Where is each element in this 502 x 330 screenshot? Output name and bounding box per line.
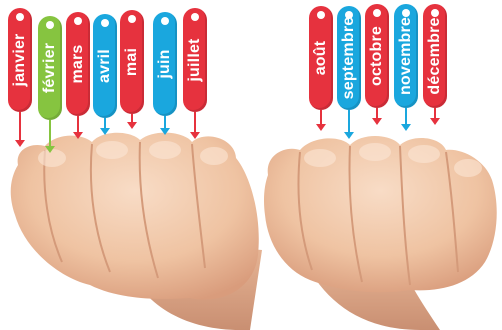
down-arrow-icon [320, 110, 322, 126]
month-label: septembre [340, 17, 358, 100]
month-label: décembre [426, 17, 444, 94]
month-label: juin [156, 49, 174, 78]
month-tag: juin [153, 12, 177, 116]
month-label: août [312, 41, 330, 76]
tag-hole [16, 13, 24, 21]
down-arrow-icon [131, 114, 133, 124]
month-tag: décembre [423, 4, 447, 108]
month-tag: février [38, 16, 62, 120]
month-tag: avril [93, 14, 117, 118]
down-arrow-icon [434, 108, 436, 120]
month-tag: août [309, 6, 333, 110]
month-tag: mai [120, 10, 144, 114]
down-arrow-icon [19, 112, 21, 142]
month-tag: octobre [365, 4, 389, 108]
down-arrow-icon [77, 116, 79, 134]
tag-hole [128, 15, 136, 23]
left-fist [11, 133, 262, 330]
right-fist [264, 136, 497, 330]
tag-hole [161, 17, 169, 25]
down-arrow-icon [164, 116, 166, 130]
down-arrow-icon [348, 110, 350, 134]
month-tag: juillet [183, 8, 207, 112]
month-tag: novembre [394, 4, 418, 108]
down-arrow-icon [194, 112, 196, 134]
month-label: juillet [186, 38, 204, 81]
tag-hole [46, 21, 54, 29]
down-arrow-icon [376, 108, 378, 120]
month-label: janvier [11, 34, 29, 87]
down-arrow-icon [104, 118, 106, 130]
tag-hole [74, 17, 82, 25]
month-label: mai [123, 48, 141, 76]
month-tag: septembre [337, 6, 361, 110]
month-label: novembre [397, 17, 415, 95]
month-label: février [41, 43, 59, 93]
tag-hole [431, 9, 439, 17]
tag-hole [402, 9, 410, 17]
down-arrow-icon [49, 120, 51, 148]
month-tag: mars [66, 12, 90, 116]
tag-hole [317, 11, 325, 19]
down-arrow-icon [405, 108, 407, 126]
month-label: octobre [368, 26, 386, 86]
tag-hole [373, 9, 381, 17]
tag-hole [191, 13, 199, 21]
month-tag: janvier [8, 8, 32, 112]
month-label: mars [69, 44, 87, 83]
tag-hole [101, 19, 109, 27]
month-label: avril [96, 49, 114, 83]
